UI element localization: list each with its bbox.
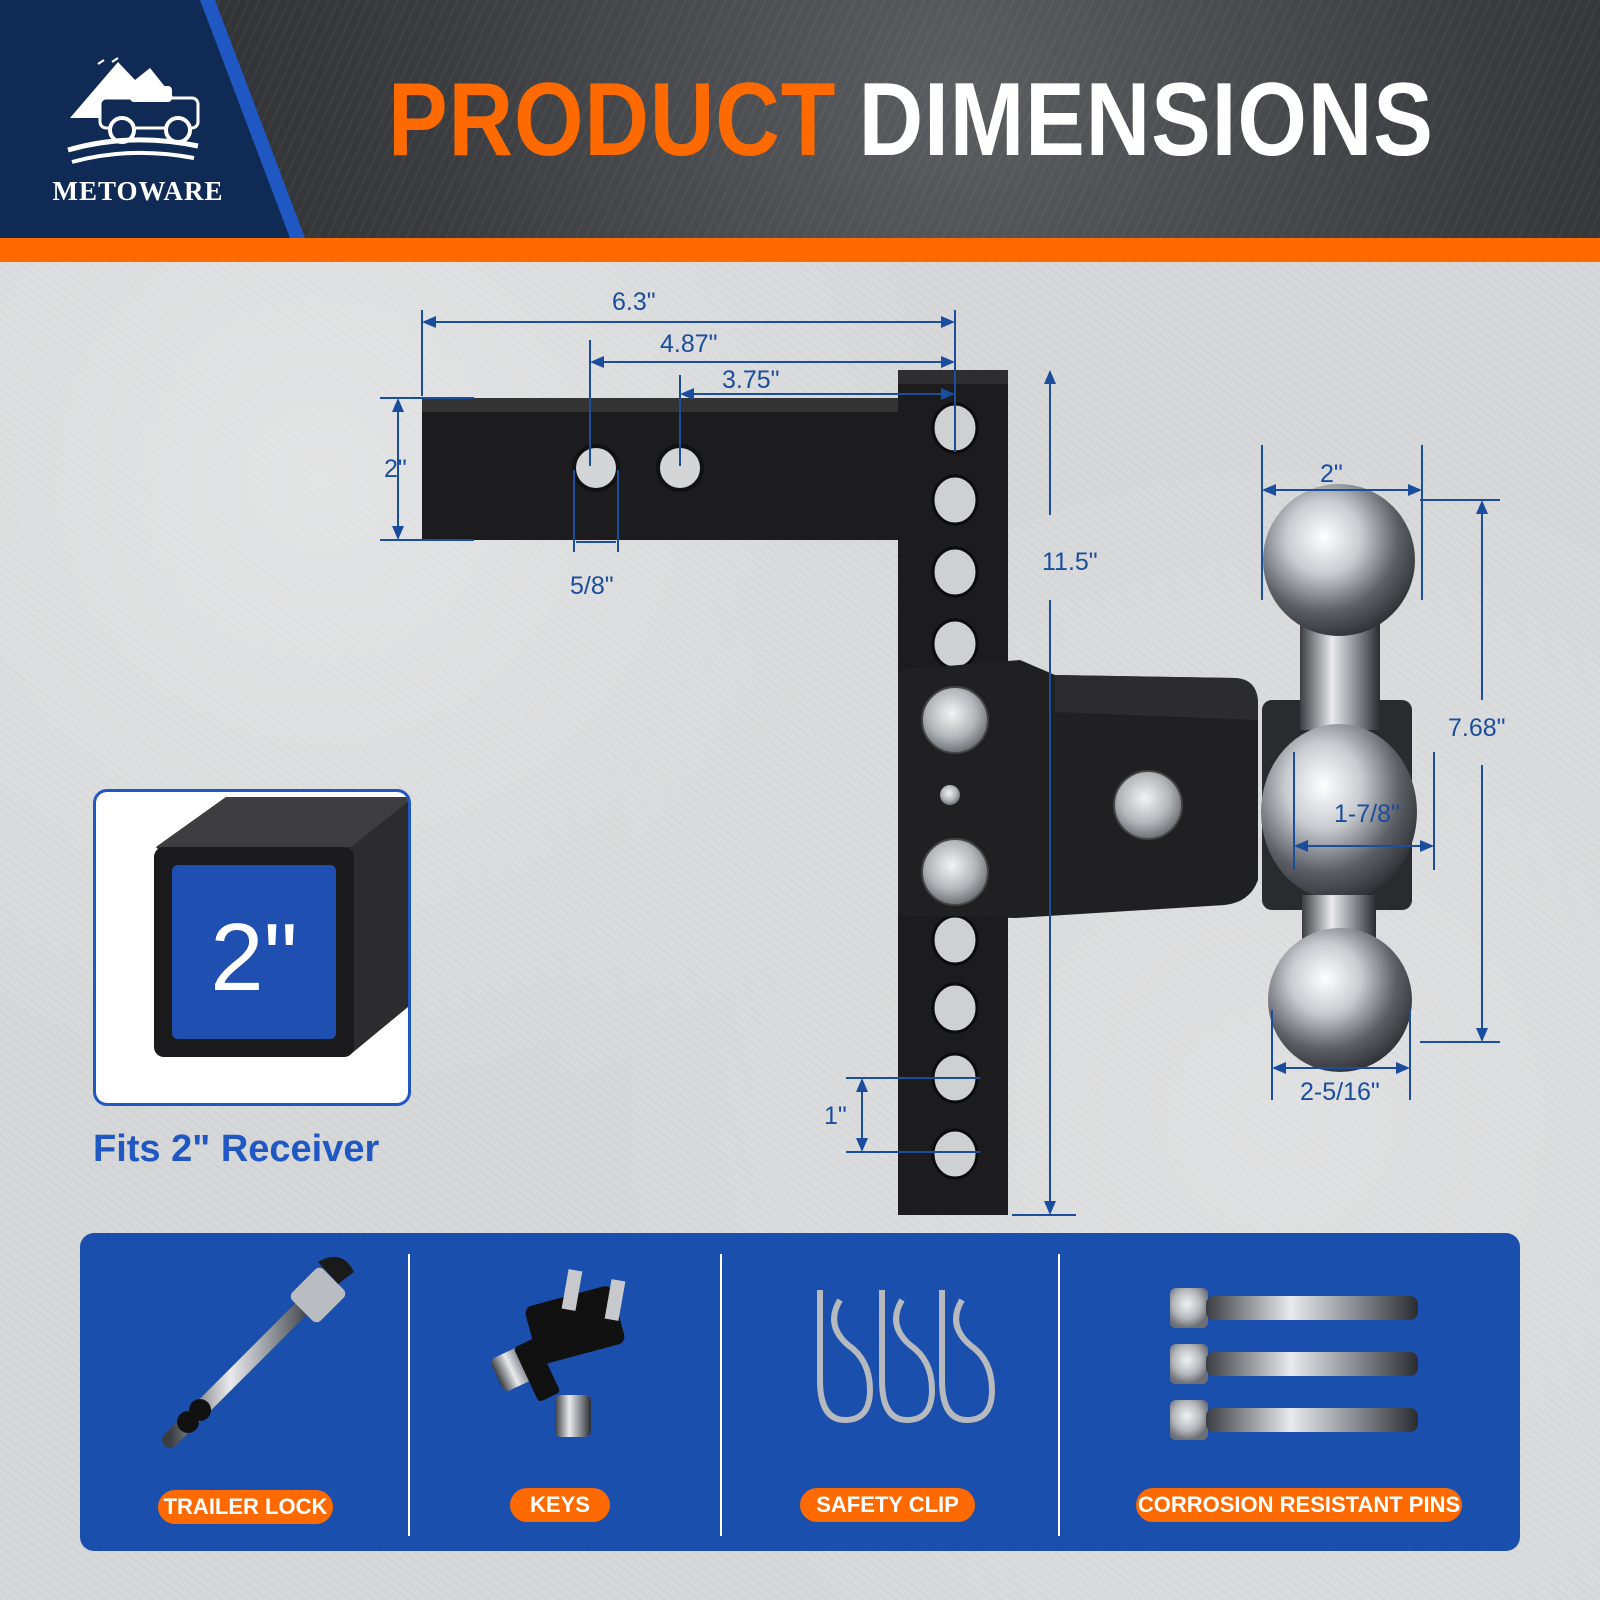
- header-stripe: [0, 238, 1600, 262]
- dim-hole2: 3.75": [722, 366, 780, 394]
- offroad-logo-icon: [67, 57, 200, 164]
- brand-logo: METOWARE: [0, 0, 300, 238]
- dimension-lines: [380, 310, 1500, 1216]
- dim-riser-height: 11.5": [1042, 548, 1098, 576]
- keys-icon: [491, 1269, 626, 1437]
- safety-clip-icon: [817, 1290, 996, 1424]
- divider: [408, 1254, 410, 1536]
- accessory-label-keys: KEYS: [510, 1488, 610, 1522]
- receiver-caption: Fits 2" Receiver: [93, 1128, 380, 1170]
- tri-ball: [1261, 484, 1417, 1072]
- title-product: PRODUCT: [388, 62, 837, 178]
- pins-icon: [1170, 1288, 1418, 1440]
- dim-ball-top: 2": [1320, 460, 1343, 488]
- mount-block: [898, 660, 1258, 918]
- title-dimensions: DIMENSIONS: [858, 62, 1434, 178]
- dim-mount-height: 7.68": [1448, 714, 1506, 742]
- divider: [720, 1254, 722, 1536]
- dim-ball-bottom: 2-5/16": [1300, 1078, 1380, 1106]
- accessory-label-safety-clip: SAFETY CLIP: [800, 1488, 975, 1522]
- accessory-label-pins: CORROSION RESISTANT PINS: [1136, 1488, 1462, 1522]
- dim-pin-hole: 5/8": [570, 572, 614, 600]
- receiver-card: 2": [93, 789, 411, 1106]
- shank-bar: [422, 398, 904, 540]
- accessory-label-trailer-lock: TRAILER LOCK: [158, 1490, 333, 1524]
- receiver-tube-icon: 2": [154, 797, 408, 1057]
- dim-shank-height: 2": [384, 455, 407, 483]
- receiver-size: 2": [210, 904, 297, 1011]
- divider: [1058, 1254, 1060, 1536]
- dim-hole1: 4.87": [660, 330, 718, 358]
- dim-shank-length: 6.3": [612, 288, 656, 316]
- brand-name: METOWARE: [52, 176, 224, 206]
- dim-hole-spacing: 1": [824, 1102, 847, 1130]
- dim-ball-middle: 1-7/8": [1334, 800, 1400, 828]
- trailer-lock-icon: [162, 1256, 354, 1448]
